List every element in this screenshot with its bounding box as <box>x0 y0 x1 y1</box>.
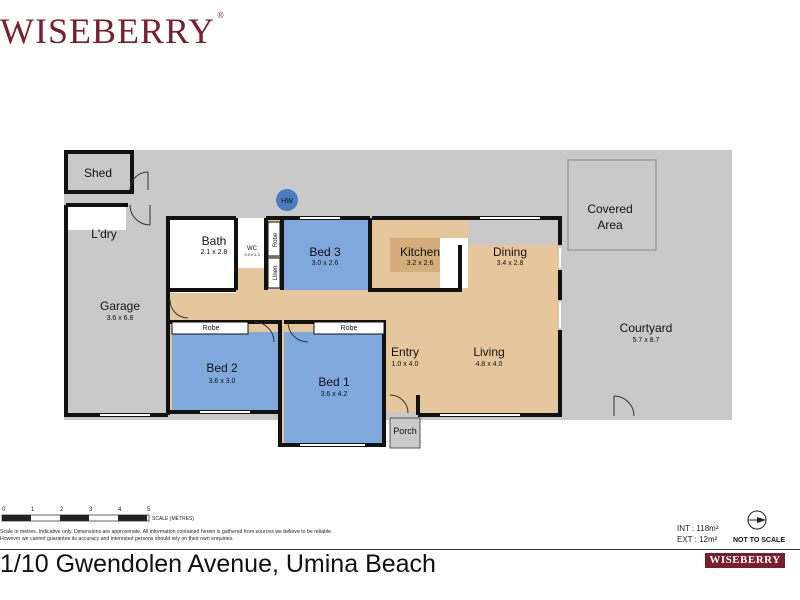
internal-area: INT : 118m² <box>677 524 719 533</box>
scale-tick-4: 4 <box>118 507 122 513</box>
garage-floor <box>66 205 168 415</box>
entry-label: Entry <box>391 345 419 359</box>
bed2-robe-label: Robe <box>203 325 220 332</box>
bed2-floor <box>172 332 280 412</box>
wc-floor <box>238 218 268 268</box>
bed3-label: Bed 3 <box>309 245 341 259</box>
living-dims: 4.8 x 4.0 <box>476 361 503 368</box>
kitchen-cooktop <box>440 238 468 288</box>
shed-box <box>64 150 134 194</box>
floor-plan: HW Shed L'dry Garage 3.6 x 6.8 Bath 2.1 … <box>64 150 732 449</box>
porch-area <box>389 417 421 449</box>
bed2-robe <box>171 321 249 335</box>
door-swings <box>129 171 635 417</box>
scale-tick-5: 5 <box>147 507 151 513</box>
dining-label: Dining <box>493 245 527 259</box>
scale-tick-0: 0 <box>2 507 6 513</box>
kitchen-label: Kitchen <box>400 245 440 259</box>
bed3-dims: 3.0 x 2.6 <box>312 260 339 267</box>
bed2-label: Bed 2 <box>206 361 238 375</box>
bed1-floor <box>284 332 384 444</box>
living-label: Living <box>473 345 504 359</box>
bath-floor <box>170 218 236 293</box>
dining-dims: 3.4 x 2.8 <box>497 260 524 267</box>
wc-dims: 0.9 x 1.3 <box>244 252 260 257</box>
bed3-floor <box>282 218 368 290</box>
windows <box>100 217 561 446</box>
scale-tick-3: 3 <box>89 507 93 513</box>
scale-tick-1: 1 <box>31 507 35 513</box>
bed1-label: Bed 1 <box>318 375 350 389</box>
robe-bath-label: Robe <box>273 232 279 247</box>
bath-dims: 2.1 x 2.8 <box>201 249 228 256</box>
bed1-dims: 3.6 x 4.2 <box>321 391 348 398</box>
brand-logo-badge: WISEBERRY <box>705 553 785 568</box>
entry-dims: 1.0 x 4.0 <box>392 361 419 368</box>
kitchen-dims: 3.2 x 2.6 <box>407 260 434 267</box>
footer-divider <box>0 549 800 550</box>
bed1-robe-label: Robe <box>341 325 358 332</box>
disclaimer-text: Scale in metres. Indicative only. Dimens… <box>0 529 333 542</box>
bed2-dims: 3.6 x 3.0 <box>209 378 236 385</box>
external-area: EXT : 12m² <box>677 535 718 544</box>
porch-label: Porch <box>393 426 417 436</box>
north-compass-icon <box>742 506 772 539</box>
scale-bar: 0 1 2 3 4 5 SCALE (METRES) <box>0 505 220 532</box>
property-address: 1/10 Gwendolen Avenue, Umina Beach <box>0 550 436 578</box>
robe-bath <box>267 221 281 257</box>
laundry-floor <box>66 205 126 230</box>
courtyard-label: Courtyard <box>620 321 673 335</box>
linen-label: Linen <box>273 266 279 281</box>
garage-dims: 3.6 x 6.8 <box>107 315 134 322</box>
hw-label: HW <box>281 198 293 205</box>
covered-label-1: Covered <box>587 202 632 216</box>
courtyard-dims: 5.7 x 8.7 <box>633 337 660 344</box>
covered-label-2: Area <box>597 218 623 232</box>
wc-label: WC <box>247 246 258 252</box>
laundry-label: L'dry <box>91 227 117 241</box>
brand-logo-top: WISEBERRY® <box>0 10 225 51</box>
garage-label: Garage <box>100 299 140 313</box>
hw-unit <box>276 189 298 211</box>
linen-cupboard <box>267 257 281 289</box>
brand-logo-text: WISEBERRY <box>0 11 216 51</box>
scale-tick-2: 2 <box>60 507 64 513</box>
bed1-robe <box>313 321 385 335</box>
shed-label: Shed <box>84 166 112 180</box>
area-summary: INT : 118m² EXT : 12m² <box>677 523 719 545</box>
scale-label: SCALE (METRES) <box>152 516 194 522</box>
not-to-scale: NOT TO SCALE <box>733 537 785 544</box>
bath-label: Bath <box>202 234 227 248</box>
covered-area <box>567 159 657 251</box>
brand-badge-text: WISEBERRY <box>709 554 781 566</box>
